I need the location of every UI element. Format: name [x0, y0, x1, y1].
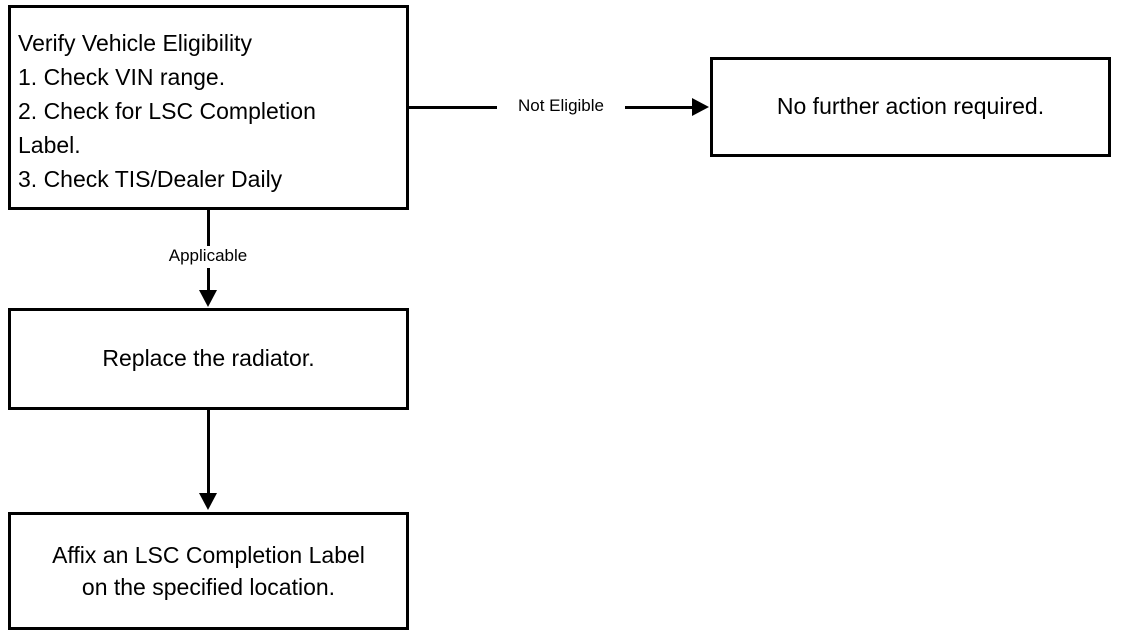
edge-applicable-label: Applicable [152, 246, 264, 266]
node-no-action-label: No further action required. [776, 93, 1045, 120]
flowchart-node-verify-vehicle-eligibility[interactable]: Verify Vehicle Eligibility 1. Check VIN … [8, 5, 409, 210]
edge-not-eligible-line-right [625, 106, 693, 109]
arrow-down-icon [199, 493, 217, 510]
arrow-down-icon [199, 290, 217, 307]
flowchart-node-no-further-action[interactable]: No further action required. [710, 57, 1111, 157]
edge-applicable-line-bottom [207, 268, 210, 292]
flowchart-node-replace-radiator[interactable]: Replace the radiator. [8, 308, 409, 410]
node-affix-label: Affix an LSC Completion Label on the spe… [52, 542, 365, 600]
edge-applicable-line-top [207, 210, 210, 246]
edge-replace-to-affix-line [207, 410, 210, 494]
node-replace-label: Replace the radiator. [102, 345, 315, 372]
flowchart-node-affix-lsc-completion-label[interactable]: Affix an LSC Completion Label on the spe… [8, 512, 409, 630]
edge-not-eligible-line-left [409, 106, 497, 109]
edge-not-eligible-label: Not Eligible [497, 96, 625, 116]
node-verify-label: Verify Vehicle Eligibility 1. Check VIN … [18, 30, 316, 192]
arrow-right-icon [692, 98, 709, 116]
